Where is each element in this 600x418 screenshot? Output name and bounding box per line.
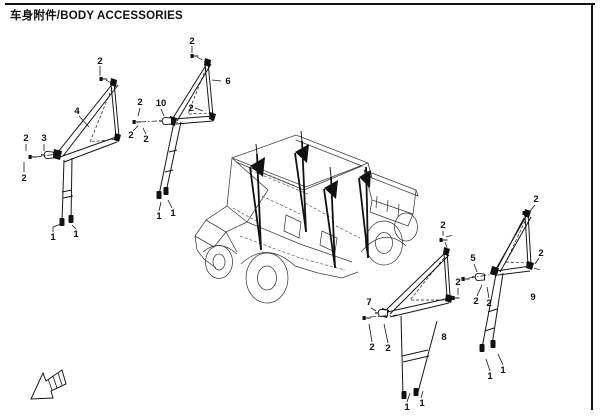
callout-label-part-2: 2	[143, 134, 148, 145]
part-9-frame	[461, 204, 541, 372]
callout-label-part-2: 2	[369, 342, 374, 353]
callout-label-part-1: 1	[404, 402, 410, 413]
callout-label-part-1: 1	[487, 371, 493, 382]
callout-label-part-2: 2	[440, 220, 445, 231]
callout-label-part-8: 8	[441, 332, 446, 343]
callout-label-part-1: 1	[500, 365, 506, 376]
page-title: 车身附件/BODY ACCESSORIES	[10, 10, 183, 22]
callout-label-part-2: 2	[137, 97, 142, 108]
mounted-door-frames	[249, 130, 371, 269]
bolt-part-2	[28, 154, 37, 160]
callout-label-part-2: 2	[128, 130, 133, 141]
callout-label-part-2: 2	[455, 277, 460, 288]
callout-label-part-2: 2	[21, 173, 26, 184]
callout-label-part-2: 2	[538, 248, 543, 259]
bolt-part-2	[362, 315, 371, 321]
right-rule	[591, 3, 593, 410]
part-8-frame	[362, 231, 460, 403]
callout-label-part-1: 1	[419, 398, 425, 409]
vehicle-wheel	[394, 212, 418, 242]
bolt-part-2	[439, 237, 448, 243]
top-rule	[5, 3, 595, 5]
callout-label-part-7: 7	[366, 297, 371, 308]
bolt-part-2	[461, 276, 470, 282]
callout-label-part-2: 2	[23, 133, 28, 144]
front-direction-arrow-icon	[30, 369, 67, 400]
part-4-frame	[23, 66, 121, 232]
bolt-part-2	[132, 119, 141, 125]
vehicle-wheel	[245, 252, 289, 304]
callout-label-part-1: 1	[170, 208, 176, 219]
callout-label-part-4: 4	[74, 106, 80, 117]
part-6-frame	[132, 46, 222, 212]
vehicle-illustration	[194, 130, 419, 304]
callout-label-part-2: 2	[473, 296, 478, 307]
clamp-part-10	[158, 116, 173, 126]
vehicle-wheel	[205, 245, 233, 279]
callout-label-part-2: 2	[97, 56, 102, 67]
callout-label-part-2: 2	[486, 298, 491, 309]
callout-label-part-6: 6	[225, 76, 230, 87]
callout-label-part-2: 2	[188, 103, 193, 114]
callout-label-part-1: 1	[50, 232, 56, 243]
callout-label-part-2: 2	[385, 343, 390, 354]
callout-label-part-5: 5	[470, 253, 476, 264]
callout-label-part-1: 1	[73, 229, 79, 240]
bolt-part-2	[451, 295, 460, 301]
callout-label-part-3: 3	[41, 133, 46, 144]
callout-label-part-1: 1	[156, 211, 162, 222]
callout-label-part-10: 10	[156, 98, 167, 109]
callout-label-part-9: 9	[530, 292, 535, 303]
callout-label-part-2: 2	[189, 36, 194, 47]
callout-label-part-2: 2	[533, 194, 538, 205]
